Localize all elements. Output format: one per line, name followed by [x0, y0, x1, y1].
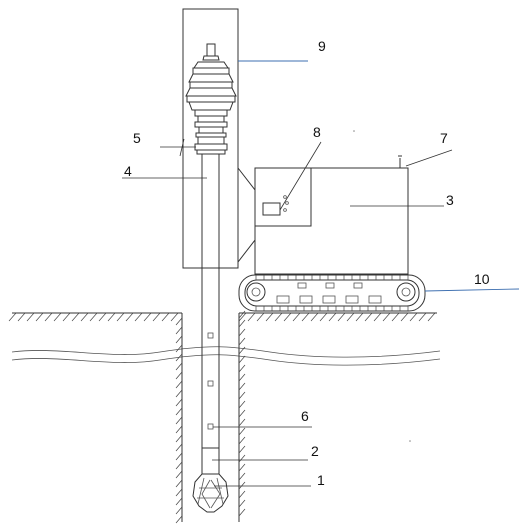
leader-lines: [122, 60, 520, 487]
antenna: [398, 155, 402, 168]
label-2: 2: [311, 443, 319, 459]
label-10: 10: [474, 271, 490, 287]
vehicle-body: [254, 167, 409, 275]
drill-bit: [192, 473, 229, 513]
label-3: 3: [446, 192, 454, 208]
drill-tool: [201, 447, 220, 475]
drill-pipe: [201, 154, 220, 448]
label-8: 8: [313, 124, 321, 140]
label-5: 5: [133, 130, 141, 146]
ground-surface: [8, 312, 437, 322]
stray-mark: [353, 130, 355, 132]
label-9: 9: [318, 38, 326, 54]
label-1: 1: [317, 472, 325, 488]
borehole: [175, 310, 246, 524]
section-break-lines: [11, 346, 441, 366]
label-6: 6: [301, 408, 309, 424]
crawler-track: [238, 274, 426, 312]
mast-mount: [237, 166, 256, 264]
label-7: 7: [440, 130, 448, 146]
mast-frame: [182, 8, 239, 269]
power-head: [185, 43, 237, 155]
control-cabinet: [254, 168, 312, 227]
label-4: 4: [124, 163, 132, 179]
stray-mark: [409, 440, 411, 442]
